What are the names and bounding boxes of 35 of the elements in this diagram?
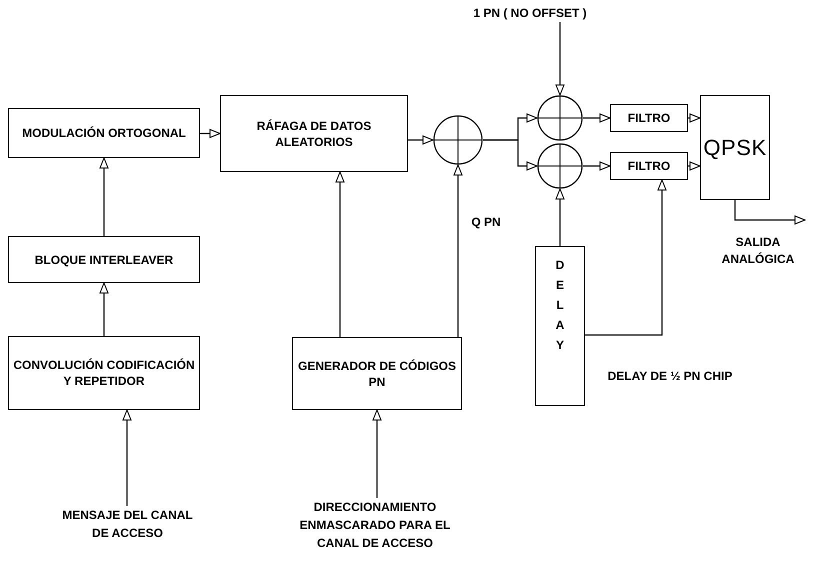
block-box: FILTRO [610, 152, 688, 180]
block-box: BLOQUE INTERLEAVER [8, 236, 200, 283]
arrow [583, 162, 610, 170]
arrow [688, 162, 700, 170]
block-box: FILTRO [610, 104, 688, 132]
block-box: GENERADOR DE CÓDIGOS PN [292, 337, 462, 410]
arrow [583, 114, 610, 122]
arrow [688, 114, 700, 122]
arrow [100, 158, 108, 236]
input-label: 1 PN ( NO OFFSET ) [470, 4, 590, 22]
block-box: RÁFAGA DE DATOS ALEATORIOS [220, 95, 408, 172]
arrow [454, 164, 462, 337]
block-box: DELAY [535, 246, 585, 406]
arrow [556, 22, 564, 96]
arrow [585, 180, 666, 336]
arrow [372, 410, 382, 498]
block-box: QPSK [700, 95, 770, 200]
input-label: DIRECCIONAMIENTO ENMASCARADO PARA EL CANAL DE ACCESO [280, 498, 470, 554]
mixer-circle [433, 115, 483, 165]
arrow [483, 139, 538, 170]
arrow [336, 172, 344, 337]
mixer-circle [537, 143, 583, 189]
block-box: CONVOLUCIÓN CODIFICACIÓN Y REPETIDOR [8, 336, 200, 410]
arrow [734, 200, 806, 224]
delay-note: DELAY DE ½ PN CHIP [606, 368, 734, 385]
arrow [122, 410, 132, 506]
mixer-circle [537, 95, 583, 141]
q-channel-label: Q PN [470, 214, 502, 231]
input-label: MENSAJE DEL CANAL DE ACCESO [55, 506, 200, 562]
arrow [100, 282, 108, 336]
block-box: MODULACIÓN ORTOGONAL [8, 108, 200, 158]
output-label: SALIDA ANALÓGICA [720, 234, 796, 268]
arrow [200, 129, 220, 138]
arrow [556, 188, 564, 246]
arrow [408, 136, 434, 144]
